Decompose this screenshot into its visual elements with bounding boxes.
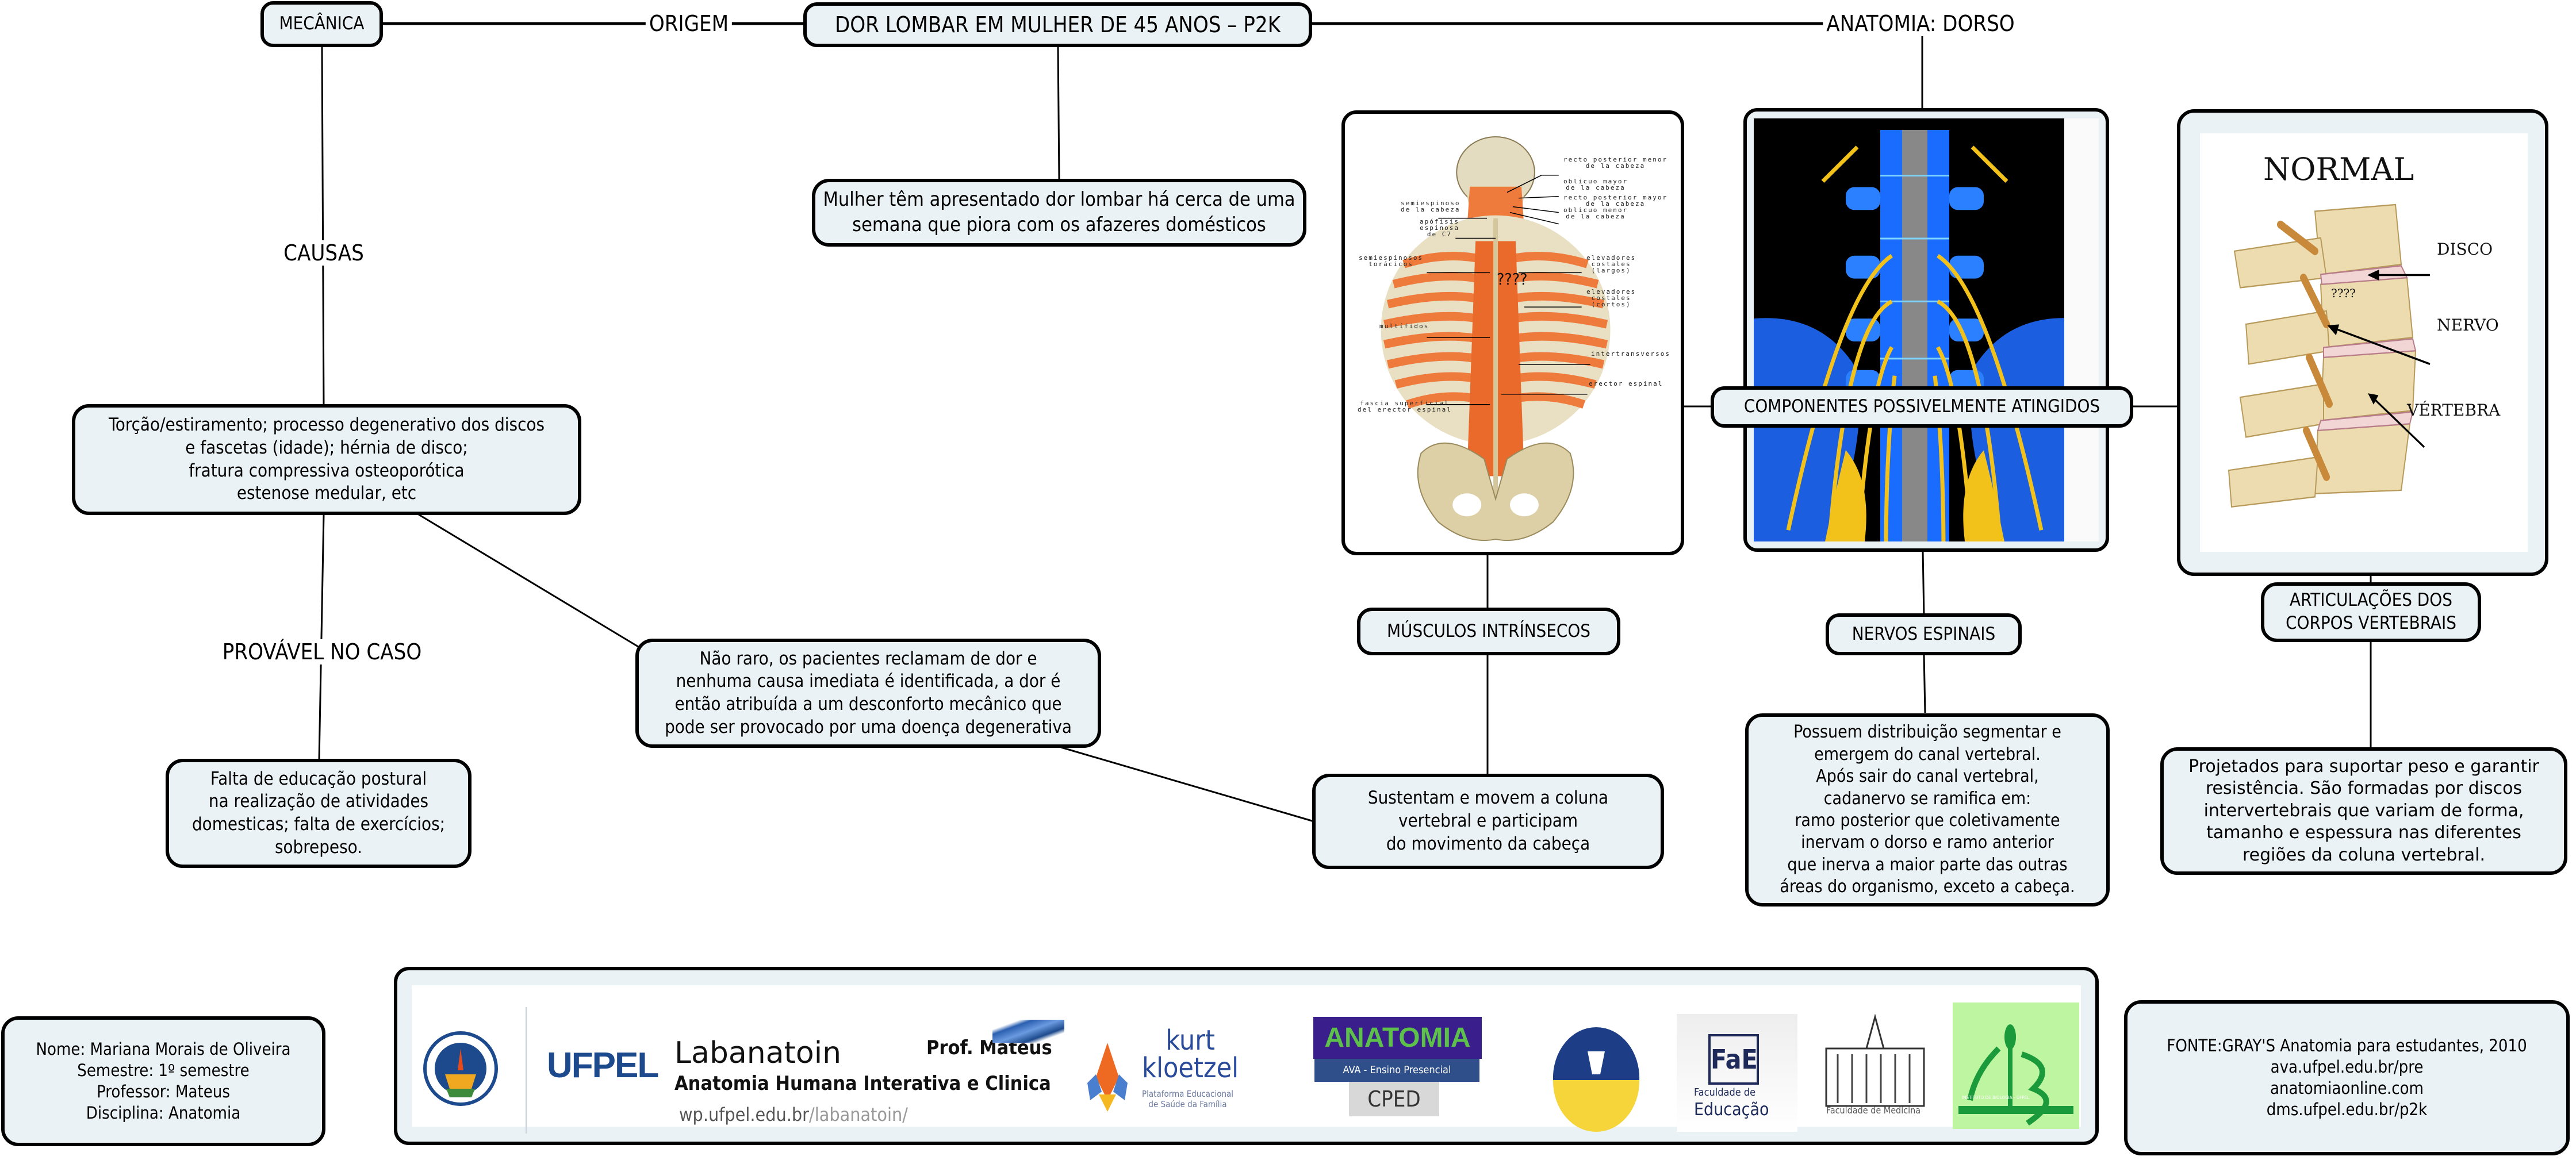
joints-description-node[interactable]: Projetados para suportar peso e garantir…	[2160, 747, 2567, 875]
label-anatomia-dorso: ANATOMIA: DORSO	[1823, 11, 2018, 36]
label-erector-espinal: erector espinal	[1589, 380, 1663, 387]
label-nervo: NERVO	[2437, 316, 2499, 335]
joints-node-text: ARTICULAÇÕES DOS CORPOS VERTEBRAIS	[2286, 590, 2456, 633]
connector-nerve-img	[1922, 550, 1925, 617]
connector-causes	[321, 47, 325, 409]
muscles-image-node[interactable]: recto posterior menor de la cabeza oblic…	[1341, 110, 1684, 555]
hub-node-componentes[interactable]: COMPONENTES POSSIVELMENTE ATINGIDOS	[1711, 386, 2133, 428]
joints-description-text: Projetados para suportar peso e garantir…	[2188, 756, 2539, 865]
causes-text: Torção/estiramento; processo degenerativ…	[109, 414, 545, 504]
label-origem: ORIGEM	[645, 11, 733, 36]
label-disco: DISCO	[2437, 240, 2493, 259]
label-causas: CAUSAS	[280, 240, 367, 266]
cped-logo: CPED	[1349, 1082, 1439, 1116]
label-apofisis: apófisis espinosa de C7	[1420, 218, 1459, 238]
stock-image-sidebar	[2064, 118, 2099, 541]
label-elevadores-largos: elevadores costales (largos)	[1586, 254, 1636, 274]
muscles-description-text: Sustentam e movem a coluna vertebral e p…	[1367, 788, 1609, 854]
central-topic[interactable]: DOR LOMBAR EM MULHER DE 45 ANOS – P2K	[803, 2, 1312, 47]
nerves-node-text: NERVOS ESPINAIS	[1851, 623, 1996, 644]
fae-logo: FaE Faculdade de Educação	[1677, 1014, 1797, 1132]
central-topic-text: DOR LOMBAR EM MULHER DE 45 ANOS – P2K	[834, 11, 1281, 37]
nerves-description-node[interactable]: Possuem distribuição segmentar e emergem…	[1745, 713, 2110, 907]
labanatoin-subtitle: Anatomia Humana Interativa e Clinica	[674, 1072, 1051, 1095]
label-semiespinosos-toracicos: semiespinosos torácicos	[1359, 254, 1424, 268]
origin-node-text: MECÂNICA	[279, 13, 365, 34]
connector-probable	[318, 514, 325, 760]
normal-title: NORMAL	[2263, 151, 2414, 187]
nerves-node[interactable]: NERVOS ESPINAIS	[1826, 613, 2022, 655]
instituto-biologia-logo: INSTITUTO DE BIOLOGIA - UFPEL	[1953, 1002, 2079, 1129]
label-multifidos: multífidos	[1379, 322, 1429, 330]
normal-spine-illustration: NORMAL DISCO NERVO VÉRTEBRA ????	[2200, 133, 2528, 552]
connector-note	[418, 513, 639, 648]
label-semiespinoso: semiespinoso de la cabeza	[1401, 199, 1460, 213]
medicina-caption: Faculdade de Medicina	[1826, 1105, 1921, 1116]
case-description-text: Mulher têm apresentado dor lombar há cer…	[823, 188, 1295, 236]
causes-node[interactable]: Torção/estiramento; processo degenerativ…	[72, 404, 581, 515]
student-info-node[interactable]: Nome: Mariana Morais de Oliveira Semestr…	[1, 1016, 325, 1146]
medicina-logo: Faculdade de Medicina	[1815, 1002, 1935, 1129]
labanatoin-url-domain: wp.ufpel.edu.br	[679, 1104, 809, 1126]
anatomia-ava-subtitle: AVA - Ensino Presencial	[1314, 1059, 1479, 1082]
anatomia-ava-logo: ANATOMIA	[1313, 1017, 1482, 1059]
labanatoin-title: Labanatoin	[674, 1036, 842, 1070]
hub-node-text: COMPONENTES POSSIVELMENTE ATINGIDOS	[1743, 396, 2100, 417]
kurt-line1: kurt	[1166, 1024, 1215, 1057]
emblem-logo	[1547, 1011, 1645, 1132]
labanatoin-url-path: /labanatoin/	[808, 1104, 908, 1126]
muscles-node-text: MÚSCULOS INTRÍNSECOS	[1386, 620, 1591, 642]
label-oblicuo-mayor: oblicuo mayor de la cabeza	[1563, 178, 1628, 191]
label-recto-menor: recto posterior menor de la cabeza	[1563, 156, 1668, 170]
sources-text: FONTE:GRAY'S Anatomia para estudantes, 2…	[2167, 1035, 2527, 1120]
back-muscles-figure	[1381, 136, 1611, 541]
logos-node[interactable]: UFPEL Labanatoin Prof. Mateus Anatomia H…	[394, 967, 2099, 1145]
nerves-description-text: Possuem distribuição segmentar e emergem…	[1780, 722, 2075, 897]
muscles-description-node[interactable]: Sustentam e movem a coluna vertebral e p…	[1312, 774, 1664, 869]
kurt-kloetzel-icon	[1082, 1025, 1133, 1112]
label-elevadores-cortos: elevadores costales (cortos)	[1586, 288, 1636, 308]
mechanical-note-node[interactable]: Não raro, os pacientes reclamam de dor e…	[635, 639, 1101, 748]
student-info-text: Nome: Mariana Morais de Oliveira Semestr…	[36, 1039, 291, 1123]
joints-image-node[interactable]: NORMAL DISCO NERVO VÉRTEBRA ????	[2177, 109, 2548, 576]
muscles-illustration: recto posterior menor de la cabeza oblic…	[1352, 121, 1674, 545]
ufpel-seal-logo	[422, 1008, 500, 1112]
joints-node[interactable]: ARTICULAÇÕES DOS CORPOS VERTEBRAIS	[2261, 582, 2481, 642]
spinal-nerves-illustration	[1754, 118, 2099, 541]
case-description-node[interactable]: Mulher têm apresentado dor lombar há cer…	[812, 179, 1306, 247]
fae-caption-1: Faculdade de	[1694, 1086, 1756, 1098]
label-provavel: PROVÁVEL NO CASO	[218, 639, 425, 664]
logo-divider	[526, 1007, 527, 1134]
connector-case	[1057, 45, 1060, 180]
kurt-subtitle: Plataforma Educacional de Saúde da Famíl…	[1142, 1089, 1234, 1109]
sources-node[interactable]: FONTE:GRAY'S Anatomia para estudantes, 2…	[2124, 1000, 2570, 1155]
label-vertebra: VÉRTEBRA	[2407, 401, 2501, 420]
label-fascia: fascia superficial del erector espinal	[1358, 400, 1452, 413]
probable-cause-node[interactable]: Falta de educação postural na realização…	[166, 759, 471, 868]
logos-strip: UFPEL Labanatoin Prof. Mateus Anatomia H…	[412, 985, 2081, 1134]
instituto-biologia-caption: INSTITUTO DE BIOLOGIA - UFPEL	[1962, 1095, 2030, 1100]
label-recto-mayor: recto posterior mayor de la cabeza	[1563, 194, 1668, 208]
connector-note-muscles	[1060, 746, 1314, 823]
mechanical-note-text: Não raro, os pacientes reclamam de dor e…	[665, 648, 1072, 738]
probable-cause-text: Falta de educação postural na realização…	[191, 768, 446, 858]
kurt-line2: kloetzel	[1142, 1052, 1239, 1084]
fae-caption-2: Educação	[1694, 1100, 1769, 1120]
origin-node-mecanica[interactable]: MECÂNICA	[260, 1, 383, 47]
nerves-image-node[interactable]	[1743, 108, 2109, 552]
connector-nerve-desc	[1923, 654, 1926, 713]
vertebrae-figure	[2228, 204, 2431, 508]
label-intertransversos: intertransversos	[1591, 350, 1670, 358]
label-oblicuo-menor: oblicuo menor de la cabeza	[1563, 206, 1628, 220]
question-marks-muscles: ????	[1497, 270, 1528, 289]
fae-mark: FaE	[1708, 1034, 1759, 1085]
question-marks-joints: ????	[2331, 286, 2356, 300]
labanatoin-swoosh	[992, 1020, 1064, 1043]
muscles-node[interactable]: MÚSCULOS INTRÍNSECOS	[1357, 608, 1620, 655]
lumbar-nerves-figure	[1754, 130, 2099, 541]
ufpel-wordmark: UFPEL	[547, 1046, 659, 1085]
labanatoin-url: wp.ufpel.edu.br/labanatoin/	[679, 1103, 908, 1127]
